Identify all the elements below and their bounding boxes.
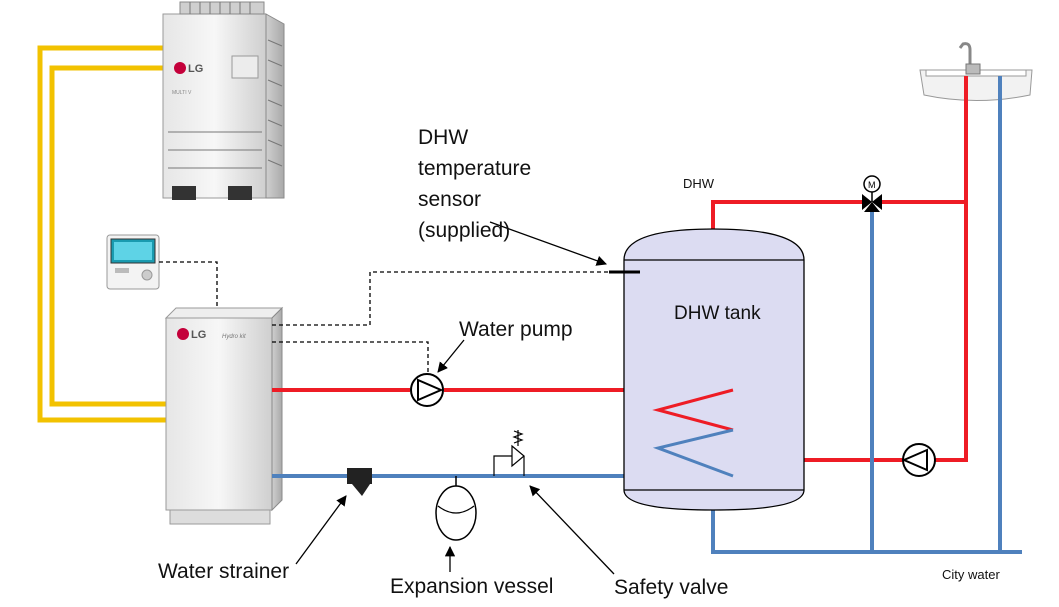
sink — [919, 42, 1033, 101]
expansion-vessel-icon — [435, 476, 477, 541]
remote-controller — [106, 234, 160, 290]
signal-lines — [159, 261, 609, 375]
refrigerant-pipes — [37, 45, 173, 423]
heating-coil — [652, 388, 734, 478]
vessel-label: Expansion vessel — [390, 575, 554, 598]
water-pump-icon — [410, 373, 444, 407]
hydro-logo: LG — [191, 329, 206, 341]
circulation-pump-icon — [901, 443, 936, 477]
dhw-tank — [623, 228, 805, 511]
city-water-label: City water — [942, 567, 1000, 582]
sensor-label: DHW temperature sensor (supplied) — [418, 126, 532, 242]
mixing-valve-icon: M — [862, 175, 882, 212]
hydro-unit: LG Hydro kit — [164, 306, 284, 525]
pump-label: Water pump — [459, 318, 573, 341]
hydro-model: Hydro kit — [222, 334, 246, 340]
outdoor-logo: LG — [188, 63, 203, 75]
hot-water-pipes — [272, 76, 968, 462]
strainer-label: Water strainer — [158, 560, 290, 583]
faucet-icon — [958, 42, 972, 70]
lg-logo-icon — [174, 62, 186, 74]
outdoor-model: MULTI V — [172, 90, 192, 96]
valve-label: Safety valve — [614, 576, 729, 599]
tank-label: DHW tank — [674, 303, 761, 324]
callout-arrows — [295, 221, 615, 575]
water-strainer-icon — [347, 468, 372, 496]
outdoor-unit: LG MULTI V — [162, 1, 285, 200]
safety-valve-icon — [493, 430, 525, 476]
dhw-label: DHW — [683, 176, 715, 191]
lg-logo-icon — [177, 328, 189, 340]
svg-text:M: M — [868, 180, 876, 190]
